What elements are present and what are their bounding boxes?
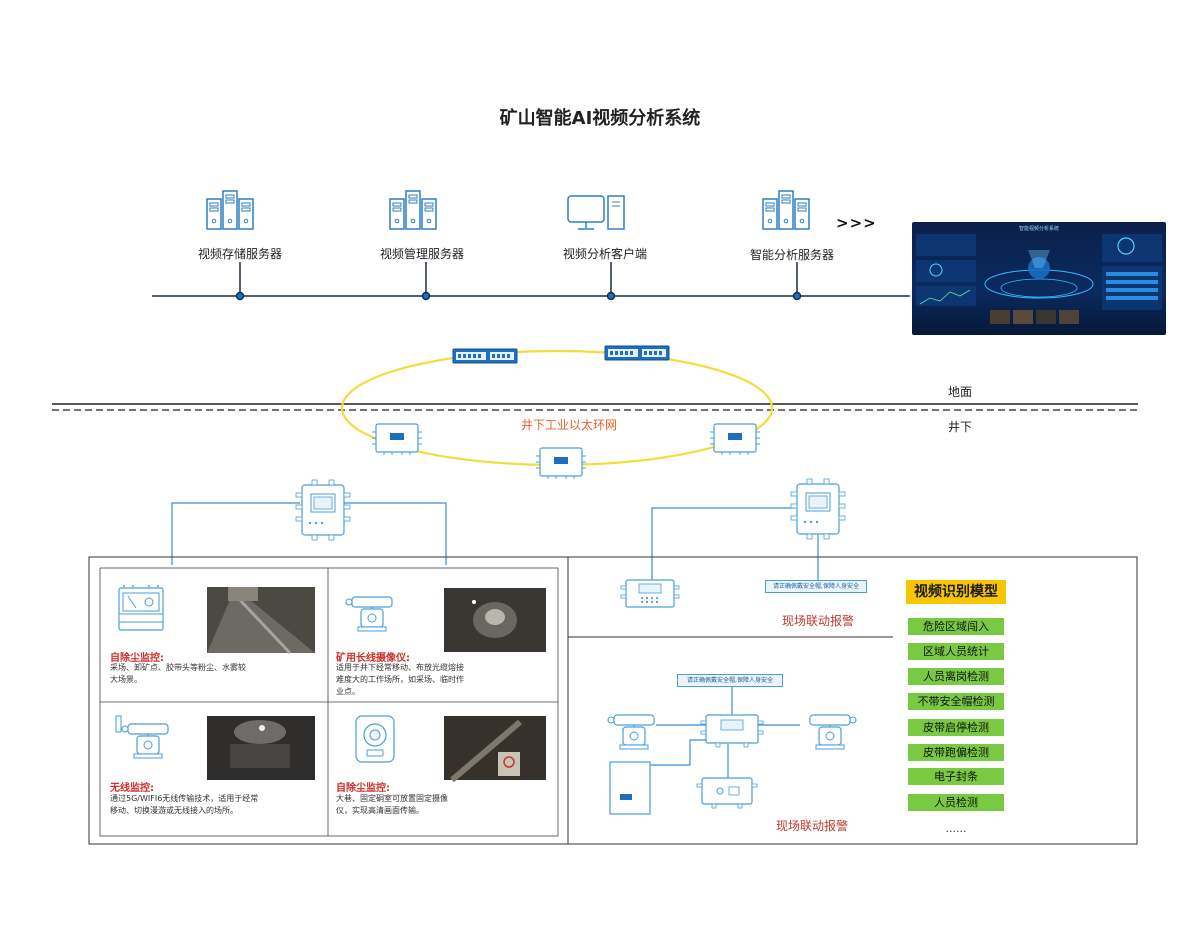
junction-enclosure-icon (295, 479, 351, 541)
page-title: 矿山智能AI视频分析系统 (499, 108, 701, 129)
power-box-icon (696, 777, 758, 809)
dashboard-screen: 智能视频分析系统 (912, 222, 1166, 335)
mine-photo-1 (207, 587, 315, 655)
camera-title: 无线监控: (110, 783, 154, 794)
ring-node-icon (709, 423, 761, 456)
analysis-server-icon (762, 190, 810, 230)
underground-frame (88, 556, 1138, 845)
model-item: 危险区域闯入 (908, 618, 1004, 635)
camera-title: 自除尘监控: (110, 653, 164, 664)
ring-label: 井下工业以太环网 (521, 418, 618, 432)
camera-title: 矿用长线摄像仪: (336, 653, 410, 664)
server-label: 智能分析服务器 (749, 248, 834, 262)
mine-photo-4 (444, 716, 546, 783)
underground-label: 井下 (948, 420, 973, 434)
model-item: 皮带启停检测 (908, 719, 1004, 736)
safety-sign: 请正确佩戴安全帽,保障人身安全 (765, 580, 867, 593)
ring-switch-icon (604, 345, 670, 361)
ring-switch-icon (452, 348, 518, 364)
camera-title: 自除尘监控: (336, 783, 390, 794)
mine-photo-3 (207, 716, 315, 780)
linked-camera-icon (607, 714, 655, 750)
model-item: 人员离岗检测 (908, 668, 1004, 685)
ring-node-icon (535, 447, 587, 480)
ground-label: 地面 (948, 385, 973, 399)
camera-desc: 适用于井下经常移动、布放光缆熔接难度大的工作场所，如采场、临时作业点。 (336, 663, 464, 696)
control-box-icon (700, 714, 764, 748)
models-more: ...... (945, 822, 967, 835)
cabinet-icon (609, 761, 651, 815)
junction-enclosure-icon (790, 478, 846, 540)
mine-photo-2 (444, 588, 546, 652)
camera-desc: 大巷、固定硐室可放置固定摄像仪，实现高清画面传输。 (336, 794, 448, 815)
desktop-computer-icon (567, 195, 625, 230)
management-server-icon (389, 190, 437, 230)
ring-node-icon (371, 423, 423, 456)
arrow-chevrons-icon: >>> (836, 214, 877, 232)
model-item: 电子封条 (908, 768, 1004, 785)
dustproof-camera-icon (118, 585, 164, 631)
camera-desc: 通过5G/WIFI6无线传输技术，适用于经常移动、切换漫游或无线接入的场所。 (110, 794, 259, 815)
dashboard-title: 智能视频分析系统 (1018, 226, 1059, 232)
dome-camera-icon (355, 715, 395, 763)
camera-desc: 采场、卸矿点、胶带头等粉尘、水雾较大场景。 (110, 663, 246, 684)
model-item: 人员检测 (908, 794, 1004, 811)
ptz-camera-icon (345, 596, 393, 632)
models-title: 视频识别模型 (906, 580, 1006, 604)
storage-server-icon (206, 190, 254, 230)
model-item: 区域人员统计 (908, 643, 1004, 660)
linked-camera-icon (809, 714, 857, 750)
alarm-label: 现场联动报警 (782, 614, 855, 628)
model-item: 不带安全帽检测 (908, 693, 1004, 710)
alarm-controller-icon (620, 579, 680, 608)
dashboard-visual (916, 234, 1162, 324)
model-item: 皮带跑偏检测 (908, 744, 1004, 761)
client-label: 视频分析客户端 (562, 247, 647, 261)
server-label: 视频管理服务器 (379, 247, 464, 261)
wireless-camera-icon (115, 715, 169, 759)
safety-sign: 请正确佩戴安全帽,保障人身安全 (677, 674, 783, 687)
server-label: 视频存储服务器 (197, 247, 282, 261)
alarm-label: 现场联动报警 (776, 819, 849, 833)
